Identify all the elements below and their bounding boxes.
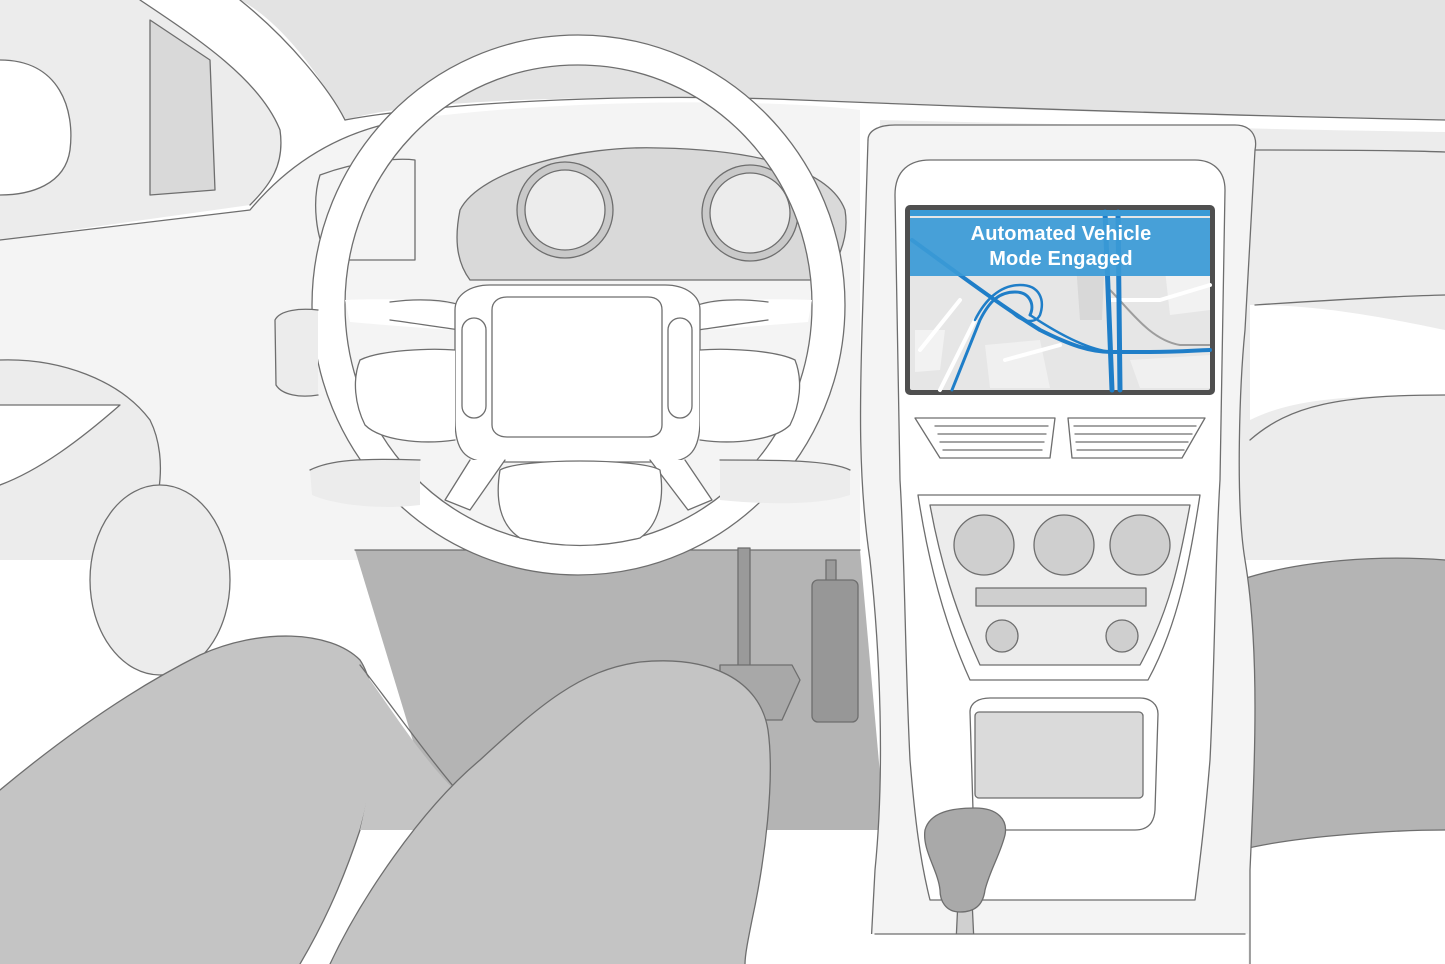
left-door-frame bbox=[0, 0, 346, 240]
instrument-cluster bbox=[315, 147, 847, 281]
navigation-screen bbox=[905, 205, 1215, 395]
passenger-seat bbox=[329, 660, 771, 964]
message-line-1: Automated Vehicle bbox=[970, 223, 1152, 245]
driver-seat bbox=[0, 635, 466, 964]
steering-wheel bbox=[274, 34, 851, 576]
left-door-panel bbox=[0, 359, 231, 676]
passenger-area bbox=[1239, 394, 1445, 964]
message-line-2: Mode Engaged bbox=[989, 248, 1133, 270]
windshield bbox=[0, 0, 1445, 121]
status-banner bbox=[910, 218, 1210, 276]
autonomous-mode-message: Automated Vehicle Mode Engaged bbox=[912, 222, 1210, 272]
